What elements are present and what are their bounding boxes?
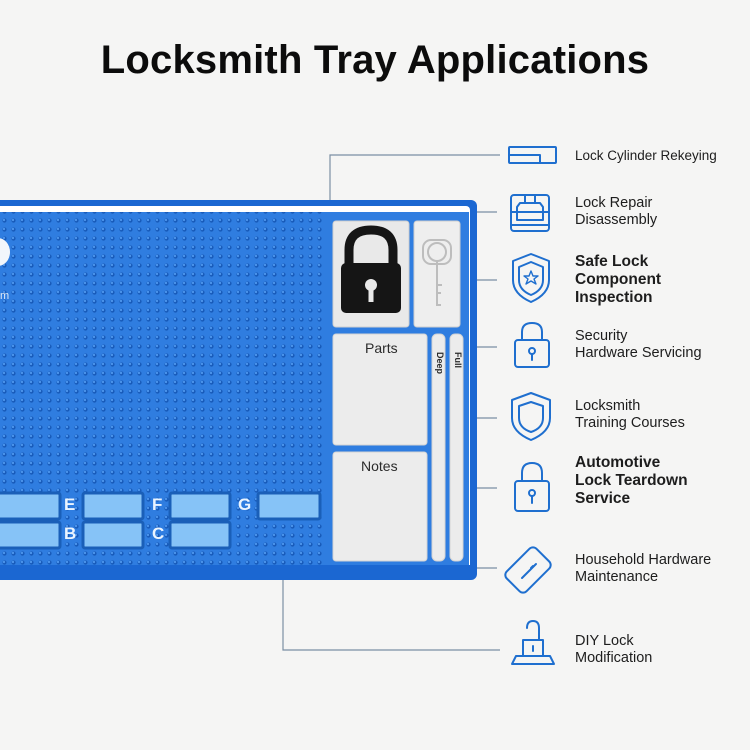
padlock-icon [341,225,401,313]
notes-compartment [332,451,428,562]
connector-lines [282,154,500,651]
app-label-diy-lock-modification: DIY Lock Modification [575,633,653,666]
app-label-lock-repair-disassembly: Lock Repair Disassembly [575,195,658,228]
page-title: Locksmith Tray Applications [100,38,650,82]
phone-tool-icon [504,546,552,594]
full-channel [449,333,464,562]
lock-repair-icon [510,194,550,232]
app-label-security-hardware-servicing: Security Hardware Servicing [575,328,702,361]
logo-icon [0,238,10,266]
diy-lock-icon [511,620,555,665]
slot-label-e: E [64,495,76,514]
slot-label-g: G [238,495,252,514]
app-label-household-hardware-maintenance: Household Hardware Maintenance [575,552,712,585]
padlock-icon [514,322,550,368]
safe-shield-icon [512,253,550,303]
lock-cylinder-icon [508,146,557,164]
slot-label-b: B [64,524,77,543]
parts-label: Parts [365,340,398,356]
full-label: Full [453,352,463,368]
connector-bottom [282,580,500,651]
notes-label: Notes [361,458,398,474]
app-label-automotive-lock-teardown-service: Automotive Lock Teardown Service [575,454,688,507]
deep-label: Deep [435,352,445,375]
slot-label-f: F [152,495,163,514]
app-label-safe-lock-component-inspection: Safe Lock Component Inspection [575,253,662,306]
padlock-icon [514,462,550,512]
app-label-lock-cylinder-rekeying: Lock Cylinder Rekeying [575,148,717,163]
shield-icon [511,392,551,441]
key-icon [422,239,452,306]
app-label-locksmith-training-courses: Locksmith Training Courses [575,398,685,431]
slot-label-c: C [152,524,165,543]
logo-text: m [0,290,10,302]
tray-slots [0,491,322,550]
parts-compartment [332,333,428,446]
tray-bottom-strip [0,565,470,575]
connector-top [329,154,500,200]
deep-channel [431,333,446,562]
